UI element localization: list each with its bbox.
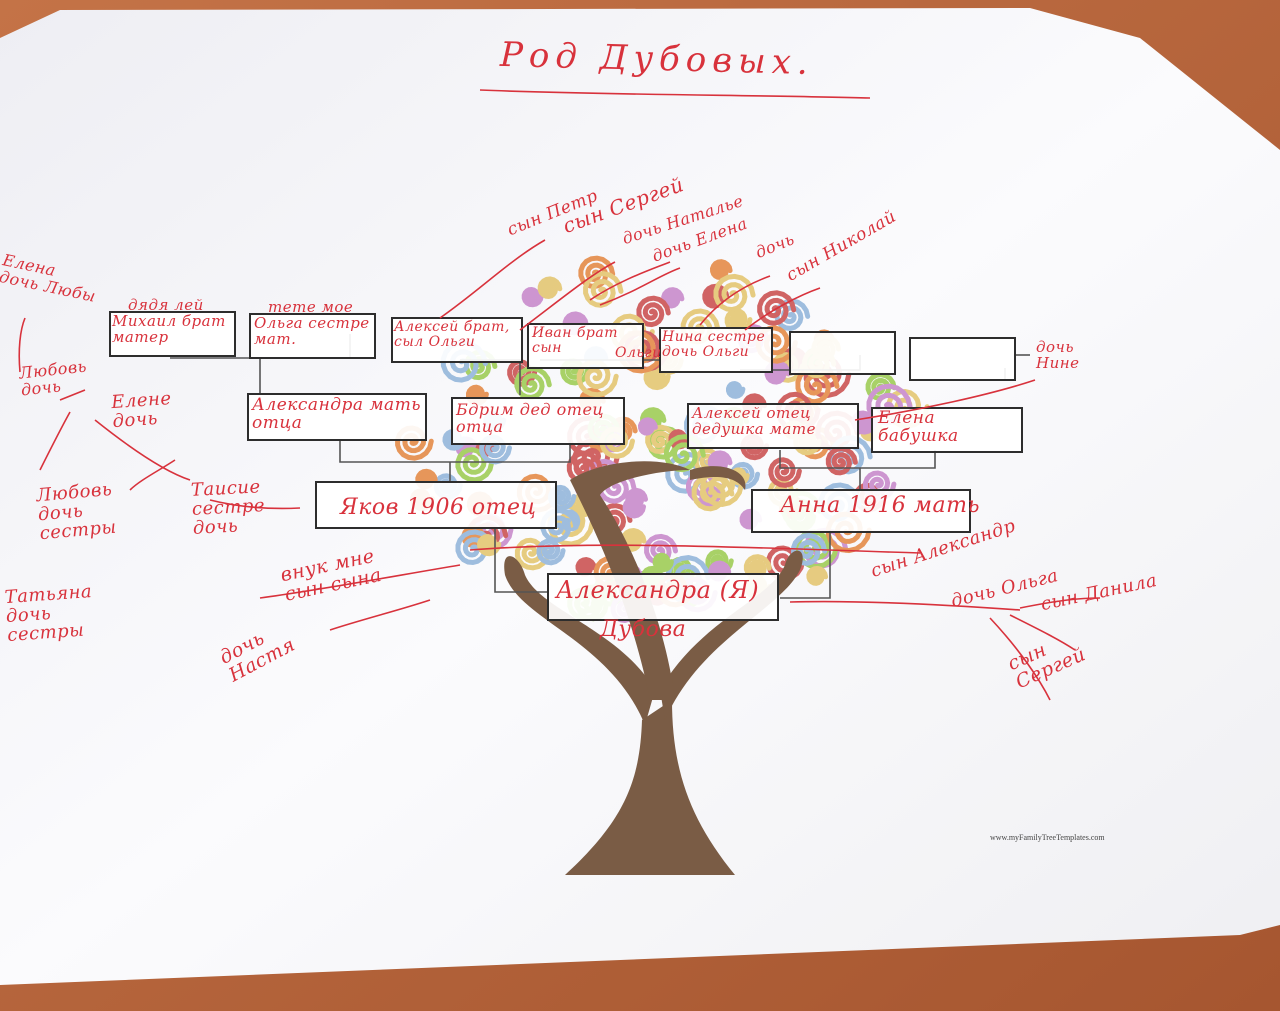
swirl-mark	[726, 380, 746, 399]
swirl-mark	[620, 527, 647, 552]
tree-boxes	[109, 311, 1023, 621]
tree-box-self	[547, 573, 779, 621]
box-self-label: Александра (Я)	[556, 576, 760, 604]
swirl-mark	[455, 447, 495, 483]
swirl-mark	[479, 434, 512, 465]
box-self-note: Дубова	[600, 617, 687, 642]
swirl-mark	[637, 417, 658, 436]
swirl-mark	[691, 472, 735, 512]
tree-box-gg4	[527, 323, 644, 369]
tree-box-mother	[751, 489, 971, 533]
swirl-mark	[707, 450, 733, 474]
box-father-label: Яков 1906 отец	[340, 495, 537, 520]
swirl-mark	[566, 450, 603, 484]
box-gp1-label: Александра мать отца	[252, 395, 422, 433]
swirl-mark	[514, 537, 551, 571]
tree-box-gg2	[249, 313, 376, 359]
note-lyubov-dau: Любовь дочь	[18, 356, 88, 400]
box-gg1-label: Михаил брат матер	[112, 312, 226, 346]
swirl-mark	[661, 287, 685, 309]
tree-box-father	[315, 481, 557, 529]
box-gg2-note: тете мое	[268, 298, 354, 316]
swirl-mark	[583, 271, 624, 308]
swirl-mark	[652, 552, 674, 573]
swirl-mark	[806, 565, 829, 586]
swirl-mark	[536, 538, 566, 566]
tree-box-gp3	[687, 403, 859, 449]
note-dau-nine: дочь Нине	[1036, 338, 1080, 372]
note-lyubov-sister: Любовь дочь сестры	[35, 478, 118, 545]
box-gp2-label: Бдрим дед отец отца	[456, 400, 605, 436]
tree-box-gg7	[909, 337, 1016, 381]
swirl-mark	[825, 446, 858, 476]
swirl-mark	[575, 557, 597, 577]
swirl-mark	[709, 259, 733, 281]
swirl-mark	[757, 290, 797, 326]
swirl-mark	[643, 365, 671, 391]
tree-box-gp4	[871, 407, 1023, 453]
box-mother-label: Анна 1916 мать	[780, 493, 980, 518]
swirl-mark	[622, 497, 646, 519]
box-gg5-label: Нина сестре дочь Ольги	[662, 329, 766, 360]
box-gg4-note: Ольги	[615, 345, 662, 361]
note-tatyana-sister: Татьяна дочь сестры	[3, 581, 93, 646]
tree-box-gg6	[789, 331, 896, 375]
swirl-mark	[724, 308, 753, 334]
watermark-text: www.myFamilyTreeTemplates.com	[990, 833, 1105, 842]
swirl-mark	[768, 457, 802, 488]
tree-box-gp1	[247, 393, 427, 441]
swirl-mark	[636, 295, 671, 328]
swirl-mark	[576, 359, 619, 398]
tree-box-gg3	[391, 317, 523, 363]
box-gg3-label: Алексей брат, сыл Ольги	[394, 319, 510, 350]
box-gg2-label: Ольга сестре мат.	[254, 314, 370, 348]
note-taisie-sister: Таисие сестре дочь	[190, 476, 266, 539]
tree-box-gp2	[451, 397, 625, 445]
box-gp4-label: Елена бабушка	[878, 408, 959, 446]
box-gp3-label: Алексей отец дедушка мате	[692, 404, 816, 438]
swirl-mark	[537, 276, 563, 300]
box-gg1-note: дядя лей	[128, 296, 204, 314]
tree-box-gg5	[659, 327, 773, 373]
swirl-mark	[713, 273, 756, 313]
swirl-mark	[791, 532, 828, 566]
note-elene-dau: Елене дочь	[110, 387, 173, 432]
box-gg4-label: Иван брат сын	[532, 325, 619, 356]
red-annotation-lines	[18, 89, 1101, 701]
swirl-mark	[743, 554, 772, 580]
swirl-mark	[521, 286, 544, 308]
tree-box-gg1	[109, 311, 236, 357]
page-title: Род Дубовых.	[499, 34, 815, 84]
